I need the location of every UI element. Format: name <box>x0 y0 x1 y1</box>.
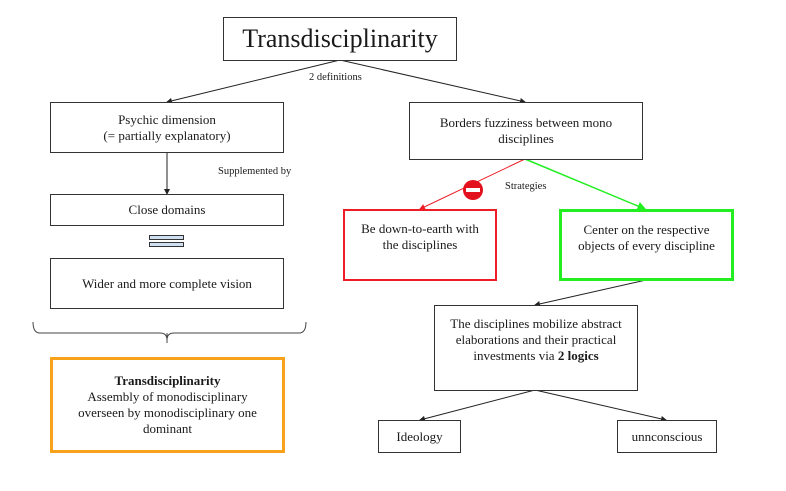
equals-bar-bottom <box>149 242 184 247</box>
edge-chosen-to-logics <box>534 279 647 307</box>
edge-title-to-borders <box>339 59 526 104</box>
summary-body: Assembly of monodisciplinary overseen by… <box>78 389 257 436</box>
edge-title-to-psychic <box>166 59 341 104</box>
logics-body: The disciplines mobilize abstract elabor… <box>450 316 622 363</box>
edge-borders-to-chosen <box>524 158 647 211</box>
psychic-dimension-node: Psychic dimension (= partially explanato… <box>50 102 284 153</box>
equals-bar-top <box>149 235 184 240</box>
label-2-definitions: 2 definitions <box>309 72 362 83</box>
chosen-strategy-node: Center on the respective objects of ever… <box>559 209 734 281</box>
edge-logics-to-unconscious <box>534 389 667 422</box>
edge-logics-to-ideology <box>419 389 536 422</box>
close-domains-node: Close domains <box>50 194 284 226</box>
close-domains-text: Close domains <box>128 202 206 217</box>
unconscious-text: unnconscious <box>631 428 703 444</box>
logics-emphasis: 2 logics <box>557 348 599 363</box>
psychic-line2: (= partially explanatory) <box>103 127 231 143</box>
wider-vision-text: Wider and more complete vision <box>82 275 252 291</box>
wider-vision-node: Wider and more complete vision <box>50 258 284 309</box>
borders-text: Borders fuzziness between mono disciplin… <box>439 115 613 146</box>
ideology-node: Ideology <box>378 420 461 453</box>
curly-brace <box>32 321 307 341</box>
borders-fuzziness-node: Borders fuzziness between mono disciplin… <box>409 102 643 160</box>
logics-text: The disciplines mobilize abstract elabor… <box>441 316 631 364</box>
ideology-text: Ideology <box>396 428 443 444</box>
psychic-line1: Psychic dimension <box>118 111 216 127</box>
rejected-strategy-text: Be down-to-earth with the disciplines <box>361 221 479 252</box>
title-text: Transdisciplinarity <box>242 24 438 53</box>
transdisciplinarity-summary-node: Transdisciplinarity Assembly of monodisc… <box>50 357 285 453</box>
chosen-strategy-text: Center on the respective objects of ever… <box>578 222 715 253</box>
rejected-strategy-node: Be down-to-earth with the disciplines <box>343 209 497 281</box>
summary-heading: Transdisciplinarity <box>114 373 221 388</box>
label-supplemented-by: Supplemented by <box>218 166 292 177</box>
title-node: Transdisciplinarity <box>223 17 457 61</box>
two-logics-node: The disciplines mobilize abstract elabor… <box>434 305 638 391</box>
no-entry-icon <box>463 180 483 200</box>
label-strategies: Strategies <box>505 181 547 192</box>
unconscious-node: unnconscious <box>617 420 717 453</box>
